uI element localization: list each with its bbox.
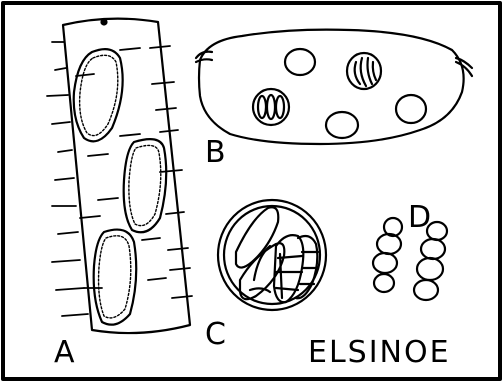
panel-label-a: A — [54, 338, 75, 368]
locule-3 — [396, 95, 426, 123]
ascus-inner-wall — [224, 206, 320, 304]
cylinder-pore — [102, 20, 107, 25]
panel-label-d: D — [408, 203, 431, 233]
locule-2 — [326, 112, 358, 138]
lesion-top — [74, 49, 123, 141]
locule-1 — [285, 49, 315, 75]
ascus-lower — [253, 89, 289, 125]
panel-label-b: B — [205, 138, 226, 168]
panel-c-ascus — [218, 200, 326, 310]
hairs-right — [150, 46, 192, 298]
plate-border — [3, 3, 500, 379]
panel-a-cylinder — [47, 19, 192, 333]
stalk-left-2 — [196, 59, 212, 62]
ascus-upper — [347, 53, 381, 89]
lesion-middle — [124, 139, 167, 232]
figure-title: ELSINOE — [308, 338, 451, 368]
panel-label-c: C — [205, 320, 226, 350]
ascus-outer-wall — [218, 200, 326, 310]
ascospore-left — [373, 218, 402, 292]
ascoma-outline — [199, 30, 464, 144]
panel-b-ascoma — [196, 30, 472, 144]
cylinder-outline — [63, 19, 190, 333]
lesion-bottom — [94, 230, 137, 325]
spore-edge — [250, 288, 270, 292]
